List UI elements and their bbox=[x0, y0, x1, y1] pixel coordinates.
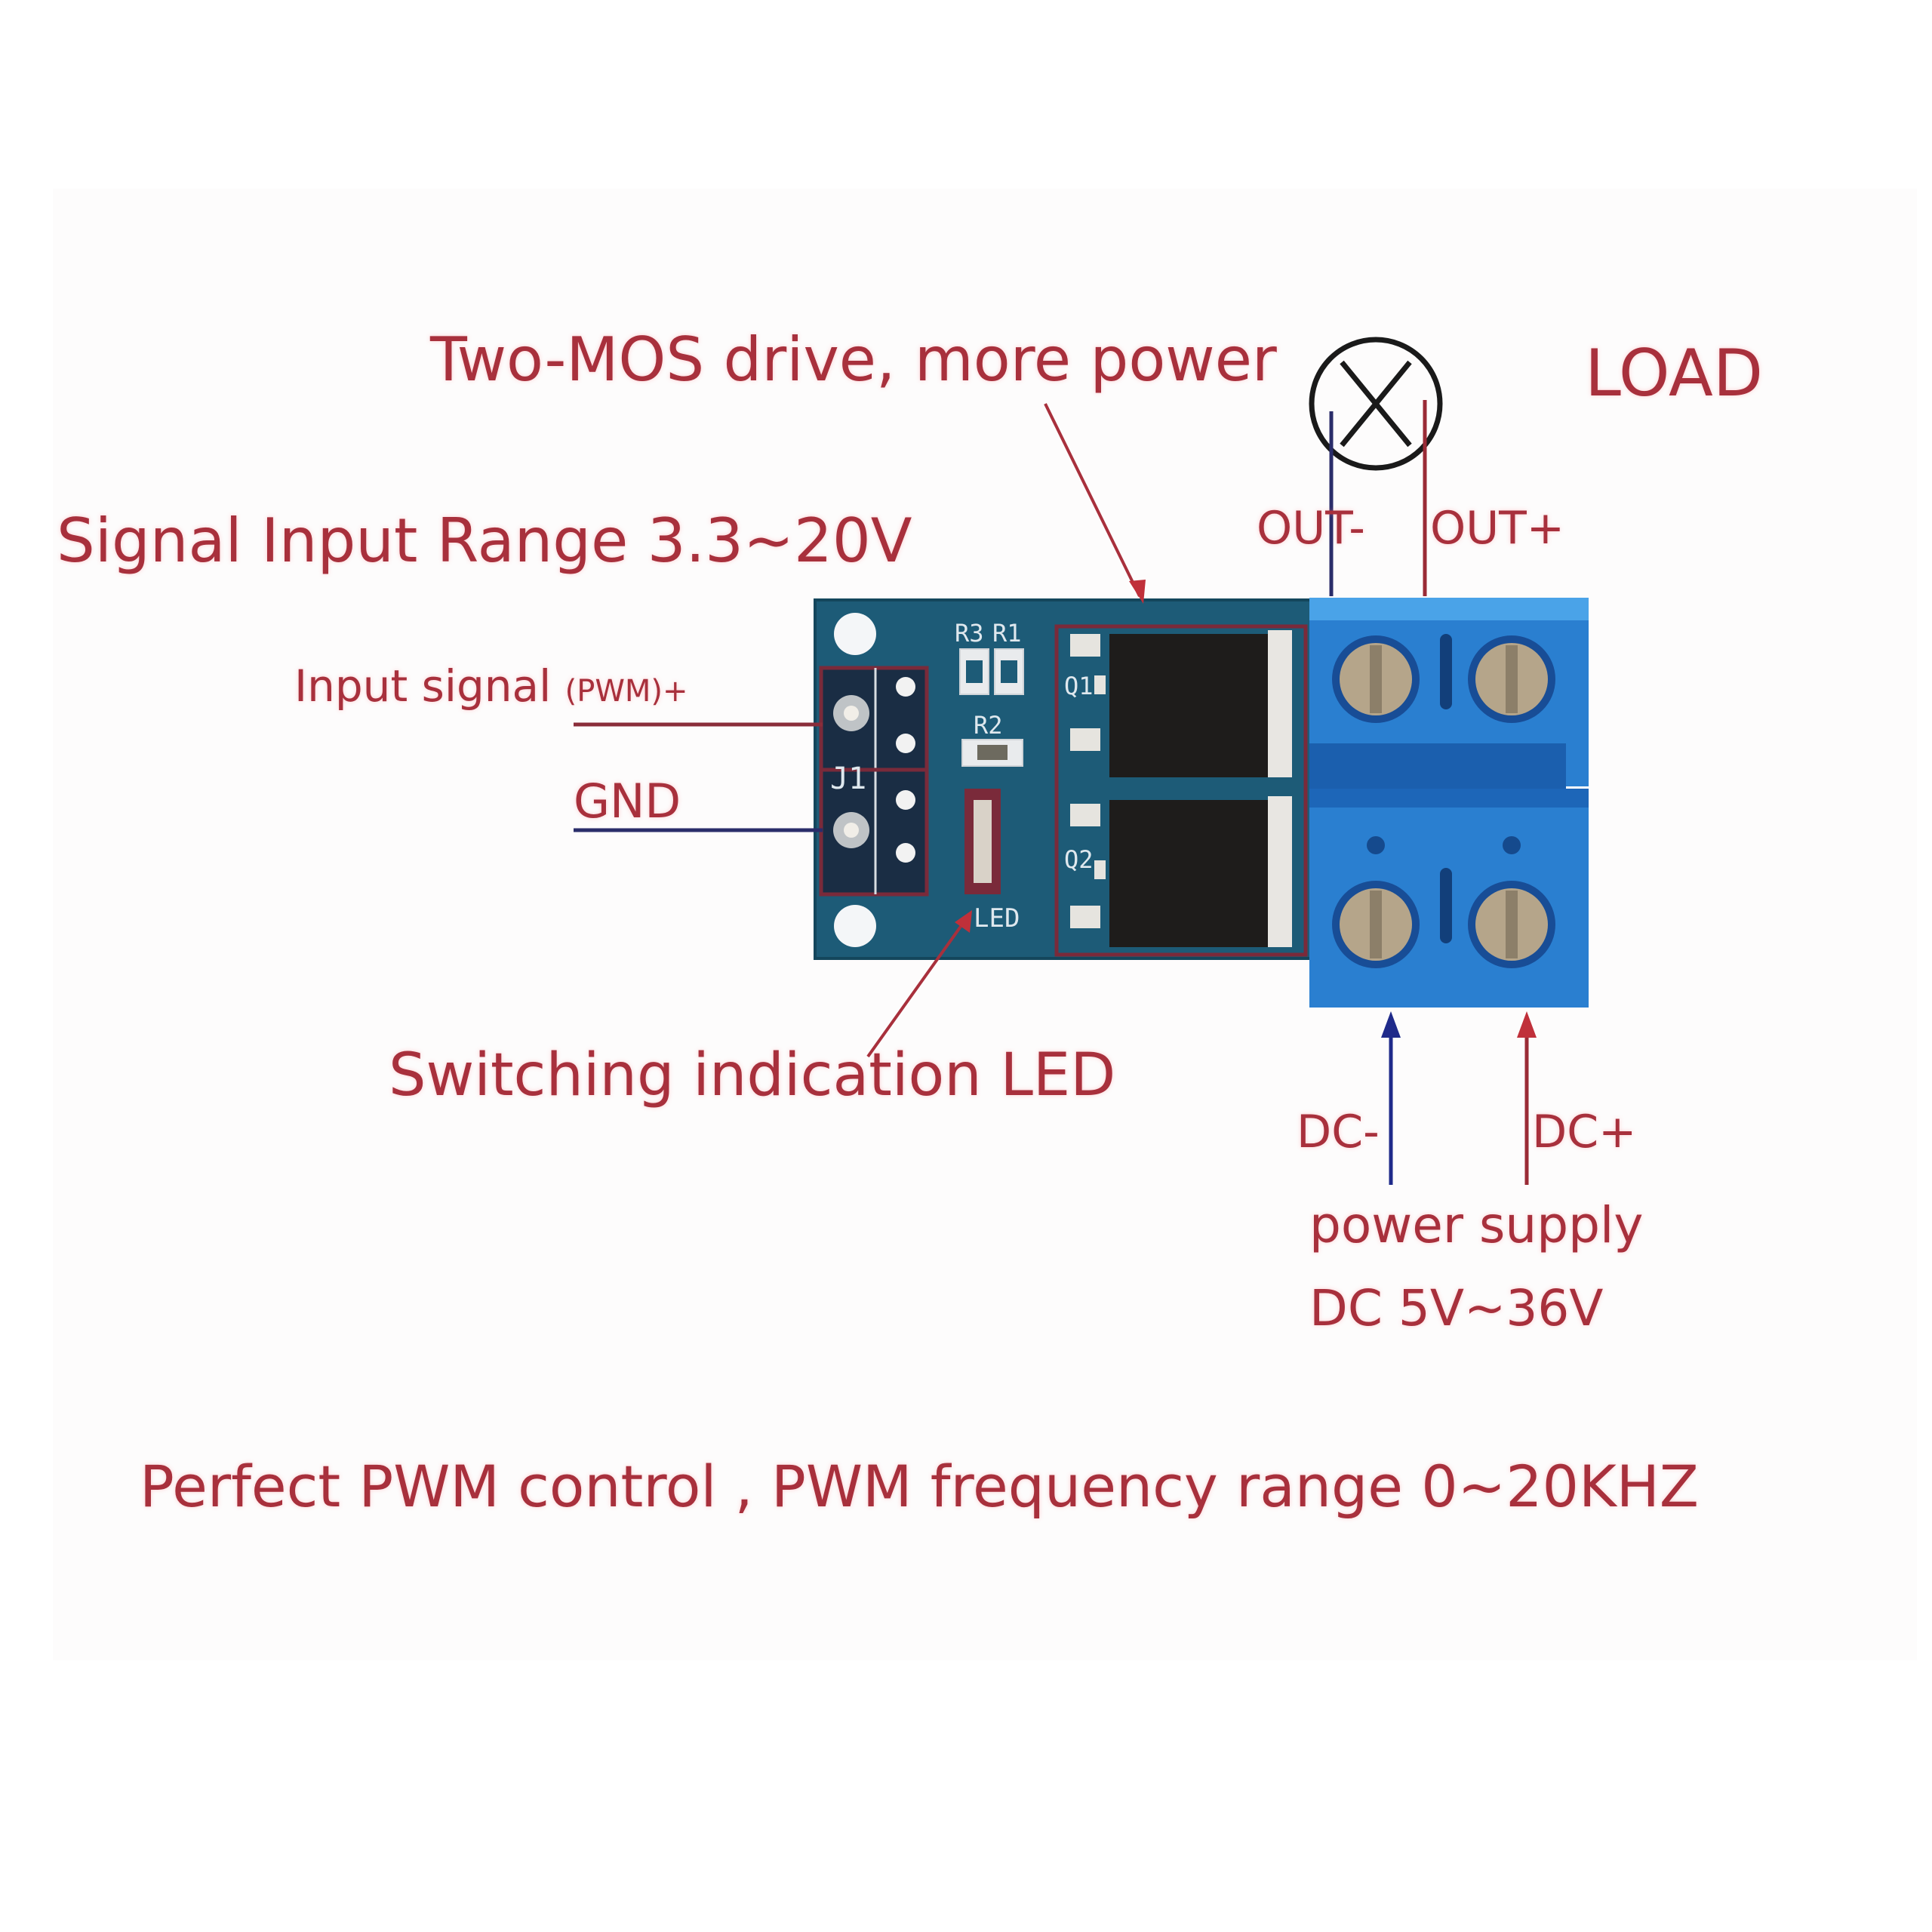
silk-led: LED bbox=[974, 903, 1020, 934]
terminal-block-output bbox=[1309, 598, 1589, 789]
load-lamp-icon bbox=[1309, 337, 1443, 471]
silk-q2: Q2 bbox=[1064, 845, 1094, 874]
mos-callout-line bbox=[1044, 403, 1141, 597]
silk-r2: R2 bbox=[974, 711, 1003, 740]
header-pad bbox=[896, 677, 915, 697]
out-plus-label: OUT+ bbox=[1430, 502, 1565, 555]
dc-plus-arrow-icon bbox=[1517, 1011, 1537, 1038]
mosfet-q1 bbox=[1070, 630, 1292, 777]
mos-drive-label: Two-MOS drive, more power bbox=[430, 325, 1277, 395]
silk-j1: J1 bbox=[830, 761, 866, 796]
header-pad bbox=[896, 790, 915, 810]
mos-callout-arrow-icon bbox=[1129, 580, 1146, 604]
silk-r1: R1 bbox=[992, 619, 1022, 648]
input-signal-label: Input signal (PWM)+ bbox=[294, 660, 688, 712]
input-signal-text: Input signal bbox=[294, 660, 552, 712]
mounting-hole bbox=[834, 905, 876, 947]
power-range-label: DC 5V~36V bbox=[1309, 1279, 1604, 1337]
power-supply-label: power supply bbox=[1309, 1196, 1644, 1254]
dc-minus-arrow-icon bbox=[1381, 1011, 1401, 1038]
header-pad bbox=[896, 734, 915, 753]
dc-plus-label: DC+ bbox=[1532, 1106, 1637, 1158]
terminal-block-power bbox=[1309, 789, 1589, 1008]
mosfet-q2 bbox=[1070, 796, 1292, 947]
out-minus-label: OUT- bbox=[1257, 502, 1365, 555]
header-pad bbox=[896, 843, 915, 863]
load-label: LOAD bbox=[1585, 336, 1764, 411]
silk-r3: R3 bbox=[955, 619, 984, 648]
dc-minus-label: DC- bbox=[1297, 1106, 1380, 1158]
footer-note: Perfect PWM control , PWM frequency rang… bbox=[140, 1453, 1699, 1520]
led-callout-line bbox=[866, 915, 969, 1058]
signal-range-label: Signal Input Range 3.3~20V bbox=[57, 506, 912, 576]
led-callout-arrow-icon bbox=[955, 910, 972, 933]
gnd-label: GND bbox=[574, 774, 681, 829]
silk-q1: Q1 bbox=[1064, 672, 1094, 700]
led-callout-label: Switching indication LED bbox=[389, 1041, 1116, 1109]
mounting-hole bbox=[834, 613, 876, 655]
pcb-board: J1 R3 R1 R2 LED Q1 Q2 bbox=[814, 598, 1322, 960]
input-signal-pwm: (PWM)+ bbox=[565, 674, 688, 709]
